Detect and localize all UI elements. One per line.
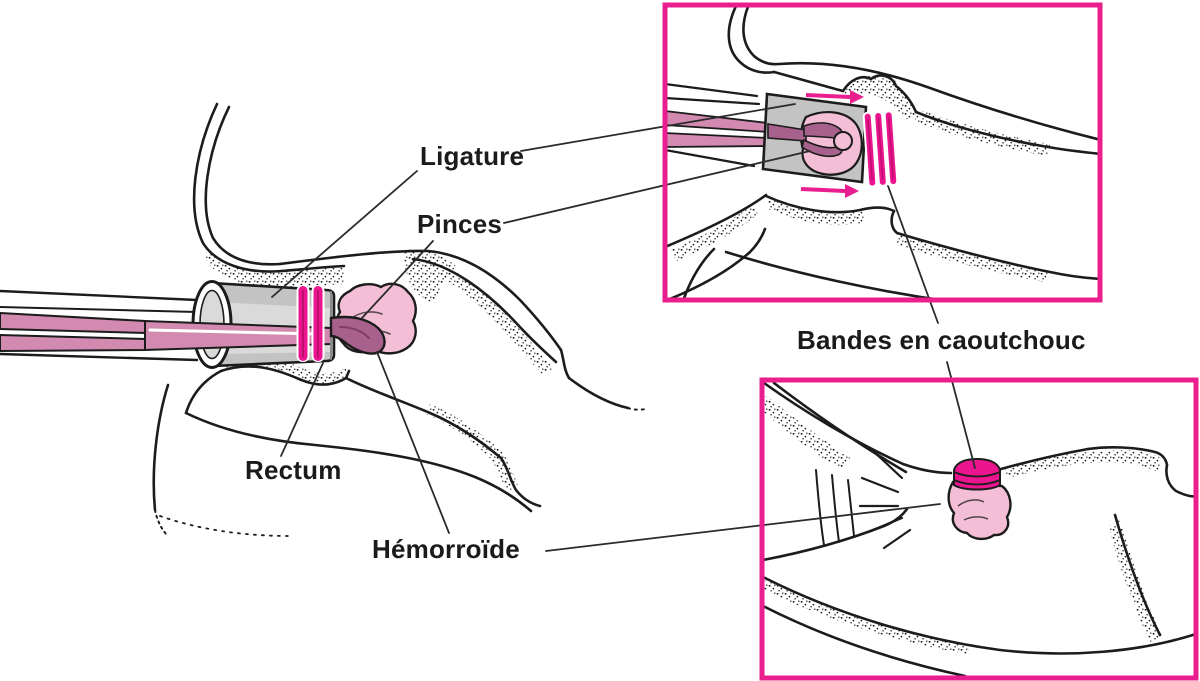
leader-hemorroide-inset [545, 503, 941, 552]
inset-bottom-border [759, 377, 1199, 681]
label-bandes-en-caoutchouc: Bandes en caoutchouc [797, 325, 1086, 355]
inset-closeup-banding [665, 5, 1100, 300]
forceps-tip [329, 315, 386, 355]
leader-hemorroide-main [376, 351, 450, 534]
forceps-shaft-lower [0, 333, 146, 353]
anal-fold-lines [858, 448, 912, 550]
label-ligature: Ligature [420, 141, 525, 171]
motion-arrows [800, 90, 864, 198]
inset-top-stipple [670, 74, 1050, 282]
ligator-instrument [0, 280, 336, 369]
inset-rubber-bands [862, 110, 899, 188]
leader-ligature-inset [520, 103, 796, 152]
arrow-right-upper [805, 93, 851, 99]
inset-bottom-stipple [763, 395, 1163, 654]
leader-pinces-main [361, 240, 434, 319]
ligated-hemorrhoid [947, 457, 1012, 541]
rubber-band-on-hemorrhoid [953, 457, 1001, 491]
leader-pinces-inset [503, 150, 811, 224]
forceps-shaft-upper [0, 311, 146, 335]
hemorrhoid-main [329, 282, 417, 355]
leader-ligature-main [271, 170, 418, 298]
inset-banded-hemorrhoid [762, 380, 1196, 678]
inset-top-border [662, 2, 1103, 303]
label-pinces: Pinces [417, 209, 503, 239]
rubber-bands-on-barrel [296, 285, 325, 362]
leader-lines [271, 103, 976, 552]
label-rectum: Rectum [245, 455, 342, 485]
main-illustration [0, 102, 647, 537]
stipple-shading [206, 247, 553, 492]
inset-forceps [767, 122, 853, 158]
leader-rectum [280, 362, 324, 457]
label-hemorroide: Hémorroïde [372, 534, 520, 564]
arrow-right-lower [800, 187, 846, 193]
